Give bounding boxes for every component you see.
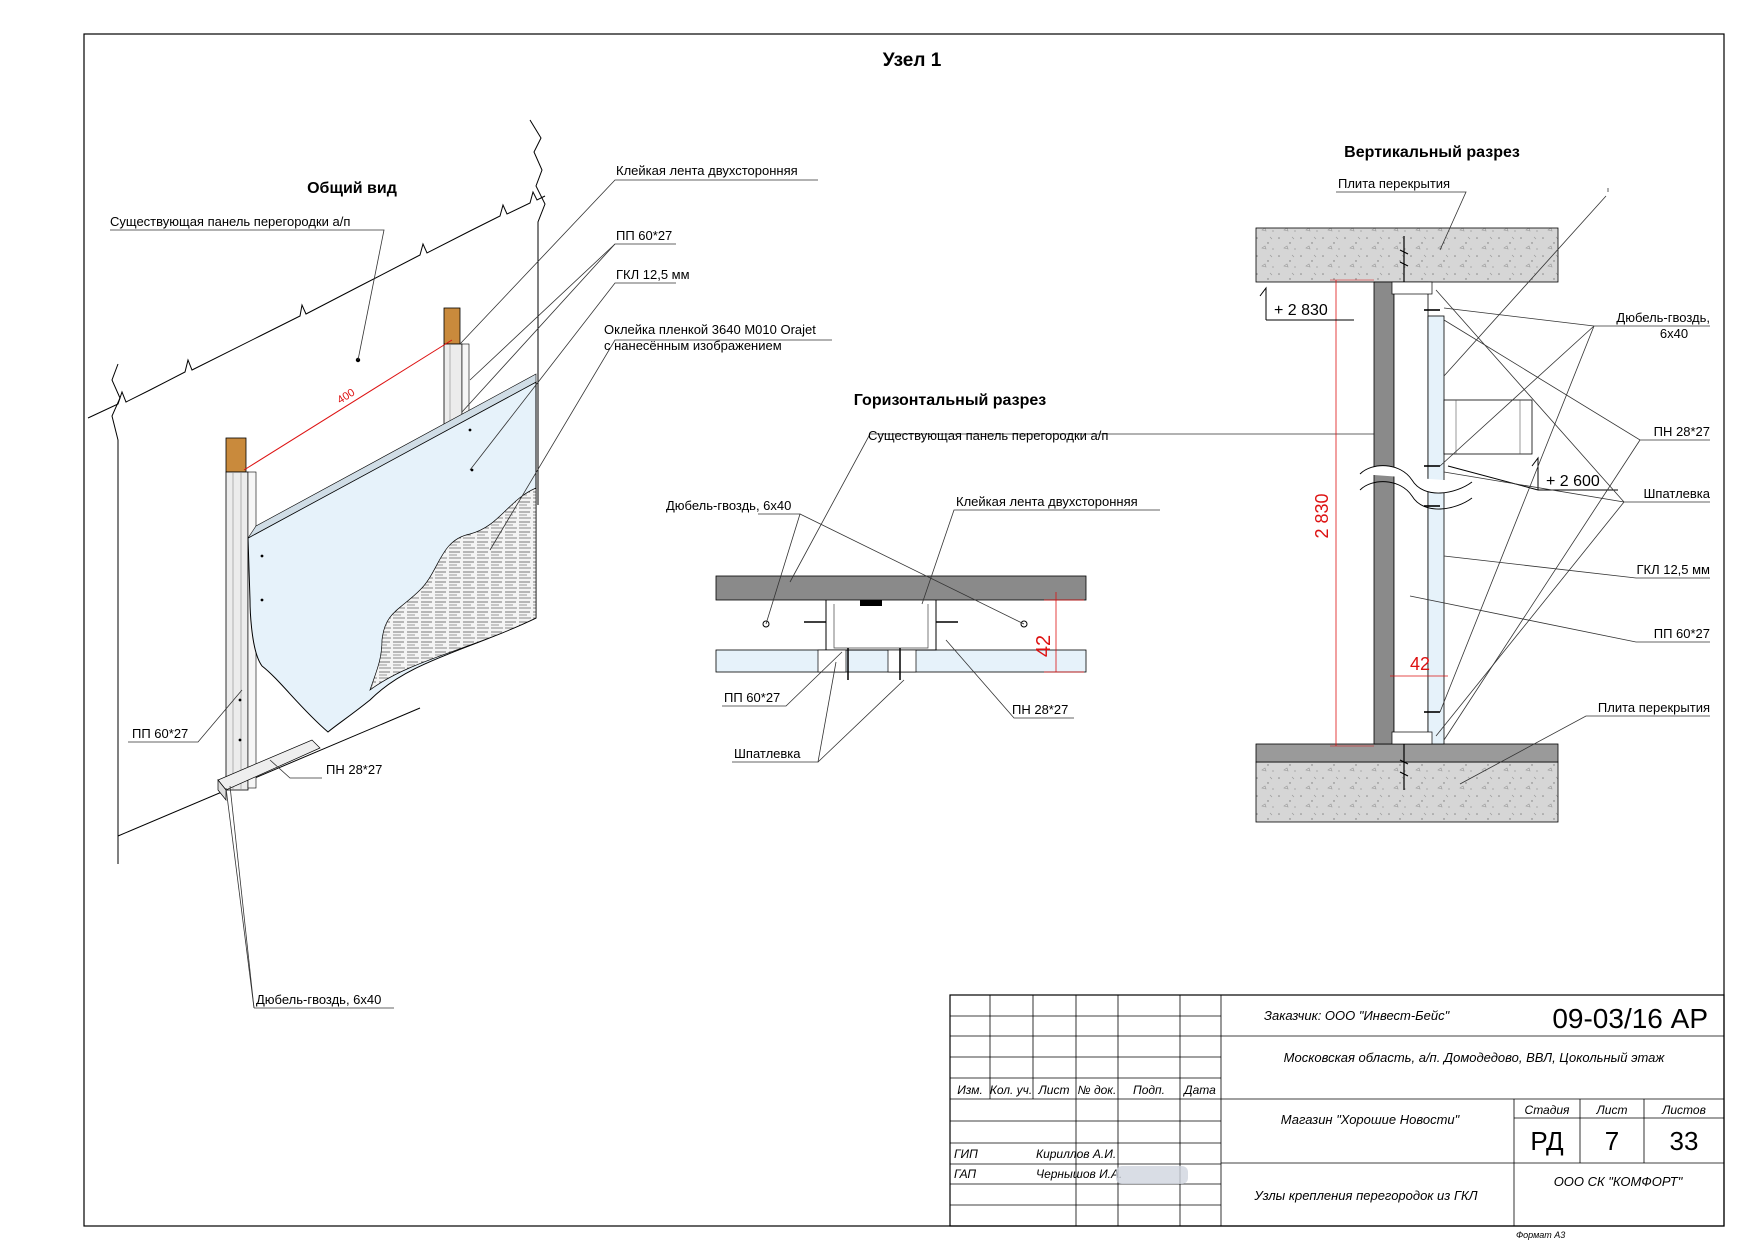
- v-label-slab-top: Плита перекрытия: [1338, 176, 1450, 191]
- dim-2830: 2 830: [1312, 493, 1332, 538]
- horizontal-section-title: Горизонтальный разрез: [854, 392, 1046, 409]
- gkl-v: [1427, 315, 1445, 745]
- h-label-pn: ПН 28*27: [1012, 702, 1068, 717]
- label-pp: ПП 60*27: [616, 228, 672, 243]
- v-label-putty: Шпатлевка: [1644, 486, 1711, 501]
- dim-400-line: [243, 339, 453, 471]
- label-film-1: Оклейка пленкой 3640 M010 Orajet: [604, 322, 816, 337]
- floor-line: [117, 707, 421, 837]
- vertical-section-title: Вертикальный разрез: [1344, 144, 1520, 161]
- h-label-existing-panel: Существующая панель перегородки а/п: [868, 428, 1108, 443]
- h-label-adhesive-tape: Клейкая лента двухсторонняя: [956, 494, 1138, 509]
- v-break-line: [1359, 465, 1473, 494]
- v-label-dowel-1: Дюбель-гвоздь,: [1616, 310, 1710, 325]
- tb-customer: Заказчик: ООО "Инвест-Бейс": [1264, 1008, 1451, 1023]
- tb-format: Формат А3: [1516, 1230, 1565, 1240]
- pp-profile-v: [1393, 281, 1429, 745]
- elev-mid: + 2 600: [1546, 473, 1600, 490]
- label-gkl: ГКЛ 12,5 мм: [616, 267, 690, 282]
- gkl-edge: [247, 373, 537, 539]
- label-film-2: с нанесённым изображением: [604, 338, 782, 353]
- drawing-title: Узел 1: [883, 50, 942, 71]
- elev-top: + 2 830: [1274, 302, 1328, 319]
- title-block: Изм. Кол. уч. Лист № док. Подп. Дата ГИП…: [949, 994, 1725, 1240]
- tb-header-2: Лист: [1038, 1083, 1070, 1097]
- existing-panel-v: [1373, 281, 1395, 745]
- tb-address: Московская область, а/п. Домодедово, ВВЛ…: [1284, 1050, 1666, 1065]
- label-dowel: Дюбель-гвоздь, 6х40: [256, 992, 381, 1007]
- v-label-gkl: ГКЛ 12,5 мм: [1636, 562, 1710, 577]
- dim-42-h: 42: [1033, 635, 1055, 657]
- label-pp-bottom: ПП 60*27: [132, 726, 188, 741]
- tb-role-gip: ГИП: [954, 1147, 978, 1161]
- tb-sheet-label: Лист: [1596, 1103, 1628, 1117]
- tb-stage: РД: [1530, 1126, 1564, 1156]
- tb-sheet: 7: [1605, 1126, 1619, 1156]
- existing-panel-section: [715, 575, 1087, 601]
- wood-block-right: [443, 307, 461, 345]
- tb-header-0: Изм.: [957, 1083, 983, 1097]
- wall-break-line-top: [87, 190, 546, 419]
- label-existing-panel: Существующая панель перегородки а/п: [110, 214, 350, 229]
- general-view-title: Общий вид: [307, 180, 397, 197]
- wood-block-left: [225, 437, 247, 473]
- tb-sheets-label: Листов: [1661, 1103, 1706, 1117]
- tb-signature-blur: [1116, 1166, 1188, 1184]
- vertical-section: Вертикальный разрез: [1255, 144, 1711, 823]
- tb-name-gip: Кириллов А.И.: [1036, 1147, 1116, 1161]
- slab-bottom: [1255, 761, 1559, 823]
- label-adhesive-tape: Клейкая лента двухсторонняя: [616, 163, 798, 178]
- pp-profile-h: [804, 600, 958, 680]
- general-view: Общий вид: [87, 119, 832, 1009]
- wall-break-line-left: [111, 363, 121, 864]
- tb-project: Магазин "Хорошие Новости": [1281, 1112, 1461, 1127]
- tb-header-4: Подп.: [1133, 1083, 1165, 1097]
- v-label-dowel-2: 6х40: [1660, 326, 1688, 341]
- tb-header-5: Дата: [1182, 1083, 1216, 1097]
- tb-header-3: № док.: [1078, 1083, 1117, 1097]
- horizontal-section: Горизонтальный разрез 42: [666, 392, 1376, 763]
- tb-code: 09-03/16 АР: [1552, 1003, 1708, 1034]
- wall-break-line-right: [529, 119, 546, 505]
- label-pn: ПН 28*27: [326, 762, 382, 777]
- slab-top: [1255, 227, 1559, 283]
- dim-400: 400: [335, 387, 357, 407]
- v-label-pp: ПП 60*27: [1654, 626, 1710, 641]
- v-label-slab-bottom: Плита перекрытия: [1598, 700, 1710, 715]
- tb-name-gap: Чернышов И.А.: [1036, 1167, 1122, 1181]
- h-label-pp: ПП 60*27: [724, 690, 780, 705]
- film-image: [369, 487, 537, 691]
- sheet-frame: [83, 33, 1725, 1227]
- tb-sheets: 33: [1670, 1126, 1699, 1156]
- opening-box: [1443, 399, 1533, 455]
- tb-role-gap: ГАП: [954, 1167, 976, 1181]
- pn-track-end: [217, 779, 227, 801]
- tb-drawing-name: Узлы крепления перегородок из ГКЛ: [1253, 1188, 1477, 1203]
- dim-42-v: 42: [1410, 654, 1430, 674]
- tb-stage-label: Стадия: [1525, 1103, 1571, 1117]
- h-label-dowel: Дюбель-гвоздь, 6х40: [666, 498, 791, 513]
- tb-header-1: Кол. уч.: [990, 1083, 1032, 1097]
- v-label-pn: ПН 28*27: [1654, 424, 1710, 439]
- tb-company: ООО СК "КОМФОРТ": [1554, 1174, 1684, 1189]
- h-label-putty: Шпатлевка: [734, 746, 801, 761]
